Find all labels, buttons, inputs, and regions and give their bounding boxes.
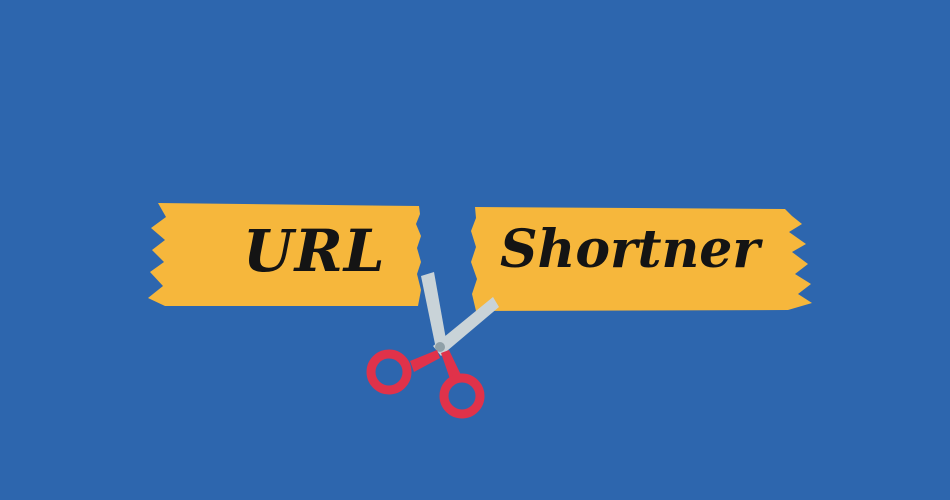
banner-word-url: URL bbox=[243, 217, 386, 285]
scissors-shank-right bbox=[441, 350, 461, 379]
left-tape bbox=[148, 203, 421, 306]
scissors-shank-left bbox=[410, 350, 440, 372]
scissors-icon bbox=[366, 272, 499, 419]
scissors-handle-left bbox=[366, 349, 412, 395]
banner-word-shortner: Shortner bbox=[500, 219, 760, 280]
right-tape bbox=[471, 207, 812, 311]
scissors-blade-upper bbox=[421, 272, 447, 349]
scissors-handle-right bbox=[439, 373, 485, 419]
scissors-pivot bbox=[435, 342, 445, 352]
scissors-blade-lower bbox=[433, 297, 499, 356]
